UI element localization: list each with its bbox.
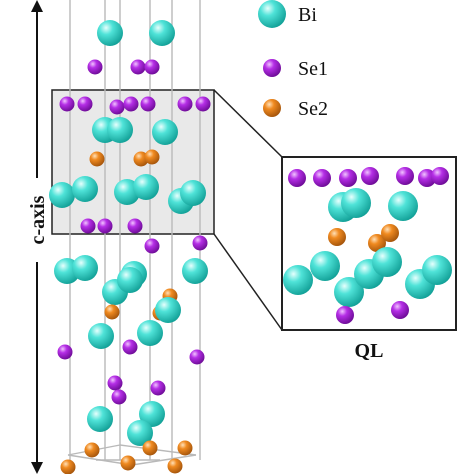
- legend-bi-swatch: [258, 0, 286, 28]
- se2-atom: [368, 234, 386, 252]
- se1-atom: [195, 96, 211, 112]
- se1-atom: [144, 238, 160, 254]
- ql-inset-atoms: [283, 167, 452, 324]
- c-axis-label: c-axis: [27, 195, 49, 244]
- legend-se2-label: Se2: [298, 98, 328, 120]
- main-structure-atoms: [49, 20, 211, 474]
- bi-atom: [422, 255, 452, 285]
- se1-atom: [87, 59, 103, 75]
- bi-atom: [107, 117, 133, 143]
- highlight-box: [51, 89, 215, 235]
- se1-atom: [107, 375, 123, 391]
- bi-atom: [133, 174, 159, 200]
- se1-atom: [127, 218, 143, 234]
- bi-atom: [139, 401, 165, 427]
- se1-atom: [111, 389, 127, 405]
- se1-atom: [189, 349, 205, 365]
- se2-atom: [381, 224, 399, 242]
- legend-se1-label: Se1: [298, 58, 328, 80]
- bi-atom: [149, 20, 175, 46]
- bi-atom: [72, 176, 98, 202]
- se2-atom: [60, 459, 76, 474]
- bi-atom: [72, 255, 98, 281]
- legend-se1-swatch: [263, 59, 281, 77]
- se2-atom: [177, 440, 193, 456]
- se1-atom: [396, 167, 414, 185]
- bond-line: [131, 454, 197, 466]
- unit-cell-bonds: [67, 0, 201, 466]
- se1-atom: [57, 344, 73, 360]
- zoom-connector-lines: [213, 89, 283, 331]
- se1-atom: [144, 59, 160, 75]
- se1-atom: [97, 218, 113, 234]
- se1-atom: [177, 96, 193, 112]
- bi-atom: [137, 320, 163, 346]
- se1-atom: [140, 96, 156, 112]
- se1-atom: [122, 339, 138, 355]
- se2-atom: [104, 304, 120, 320]
- legend: Bi Se1 Se2: [258, 0, 328, 120]
- bi-atom: [152, 119, 178, 145]
- bi-atom: [127, 420, 153, 446]
- se1-atom: [288, 169, 306, 187]
- legend-bi-label: Bi: [298, 4, 317, 26]
- bi-atom: [117, 267, 143, 293]
- bi-atom: [49, 182, 75, 208]
- se1-atom: [431, 167, 449, 185]
- bi-atom: [310, 251, 340, 281]
- se2-atom: [89, 151, 105, 167]
- se1-atom: [150, 380, 166, 396]
- bi-atom: [388, 191, 418, 221]
- bi-atom: [334, 277, 364, 307]
- se1-atom: [391, 301, 409, 319]
- se1-atom: [361, 167, 379, 185]
- bi-atom: [87, 406, 113, 432]
- se1-atom: [336, 306, 354, 324]
- bi-atom: [97, 20, 123, 46]
- se2-atom: [328, 228, 346, 246]
- se2-atom: [84, 442, 100, 458]
- se1-atom: [77, 96, 93, 112]
- se1-atom: [80, 218, 96, 234]
- se2-atom: [144, 149, 160, 165]
- se1-atom: [59, 96, 75, 112]
- axis-label-backdrop: [26, 178, 48, 262]
- bi-atom: [88, 323, 114, 349]
- legend-se2-swatch: [263, 99, 281, 117]
- se1-atom: [192, 235, 208, 251]
- se1-atom: [123, 96, 139, 112]
- ql-label: QL: [355, 340, 384, 362]
- se2-atom: [167, 458, 183, 474]
- bi-atom: [341, 188, 371, 218]
- se1-atom: [130, 59, 146, 75]
- se2-atom: [120, 455, 136, 471]
- se1-atom: [339, 169, 357, 187]
- bi-atom: [372, 247, 402, 277]
- bi-atom: [283, 265, 313, 295]
- bi-atom: [180, 180, 206, 206]
- se1-atom: [109, 99, 125, 115]
- bi-atom: [155, 297, 181, 323]
- se2-atom: [142, 440, 158, 456]
- se1-atom: [313, 169, 331, 187]
- bi-atom: [182, 258, 208, 284]
